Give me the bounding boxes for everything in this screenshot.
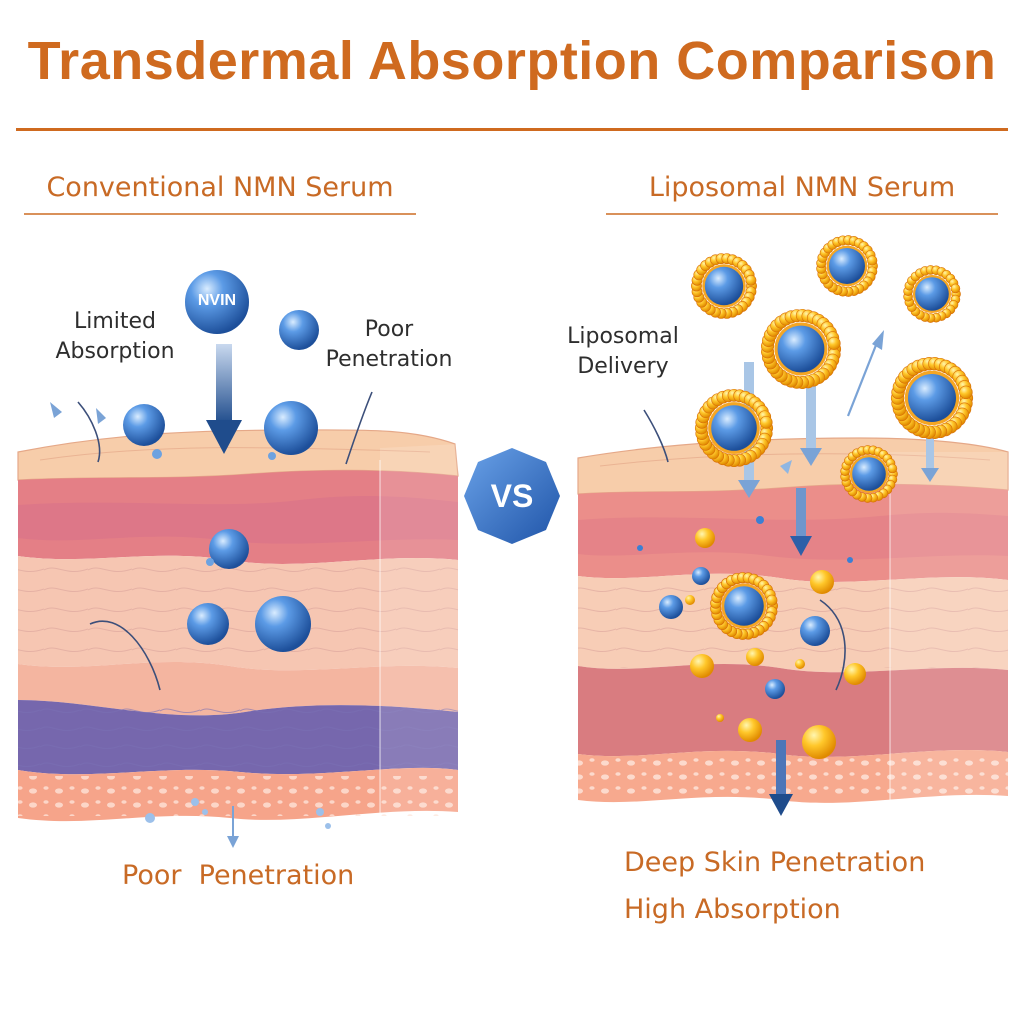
liposomal-delivery-line-1: Liposomal xyxy=(567,324,679,349)
right-caption-line-1: Deep Skin Penetration xyxy=(624,847,926,878)
liposome xyxy=(694,388,774,468)
absorbed-particles xyxy=(637,516,866,759)
liposome xyxy=(691,253,757,319)
nmn-molecule-badge xyxy=(183,268,251,336)
vs-badge-label: VS xyxy=(490,478,534,514)
liposome xyxy=(903,265,961,323)
limited-absorption-label: Limited Absorption xyxy=(40,307,190,367)
right-heading: Liposomal NMN Serum xyxy=(648,172,956,203)
vs-badge xyxy=(464,448,560,544)
right-skin-block xyxy=(577,437,1009,808)
right-pointer-lines xyxy=(643,409,846,691)
limited-absorption-line-1: Limited xyxy=(73,309,157,334)
left-molecules xyxy=(123,310,319,652)
left-down-arrow xyxy=(206,344,242,454)
poor-penetration-label: Poor Penetration xyxy=(314,315,464,375)
liposome xyxy=(761,308,842,390)
liposomes xyxy=(691,235,974,640)
page-title: Transdermal Absorption Comparison xyxy=(27,31,997,91)
liposome xyxy=(840,445,898,503)
liposome xyxy=(816,235,878,297)
poor-penetration-line-2: Penetration xyxy=(325,347,453,372)
left-pointer-lines xyxy=(77,391,373,691)
liposomal-delivery-label: Liposomal Delivery xyxy=(548,322,698,382)
left-heading-underline xyxy=(24,213,416,215)
liposome xyxy=(710,572,778,640)
poor-penetration-line-1: Poor xyxy=(364,317,414,342)
limited-absorption-line-2: Absorption xyxy=(55,339,175,364)
title-divider xyxy=(16,128,1008,131)
left-heading: Conventional NMN Serum xyxy=(46,172,394,203)
liposome xyxy=(890,357,974,439)
molecule-label: NVIN xyxy=(197,292,237,309)
right-caption-line-2: High Absorption xyxy=(624,894,841,925)
liposomal-delivery-line-2: Delivery xyxy=(577,354,669,379)
left-caption: Poor Penetration xyxy=(122,860,355,891)
left-skin-block xyxy=(17,429,459,848)
right-heading-underline xyxy=(606,213,998,215)
